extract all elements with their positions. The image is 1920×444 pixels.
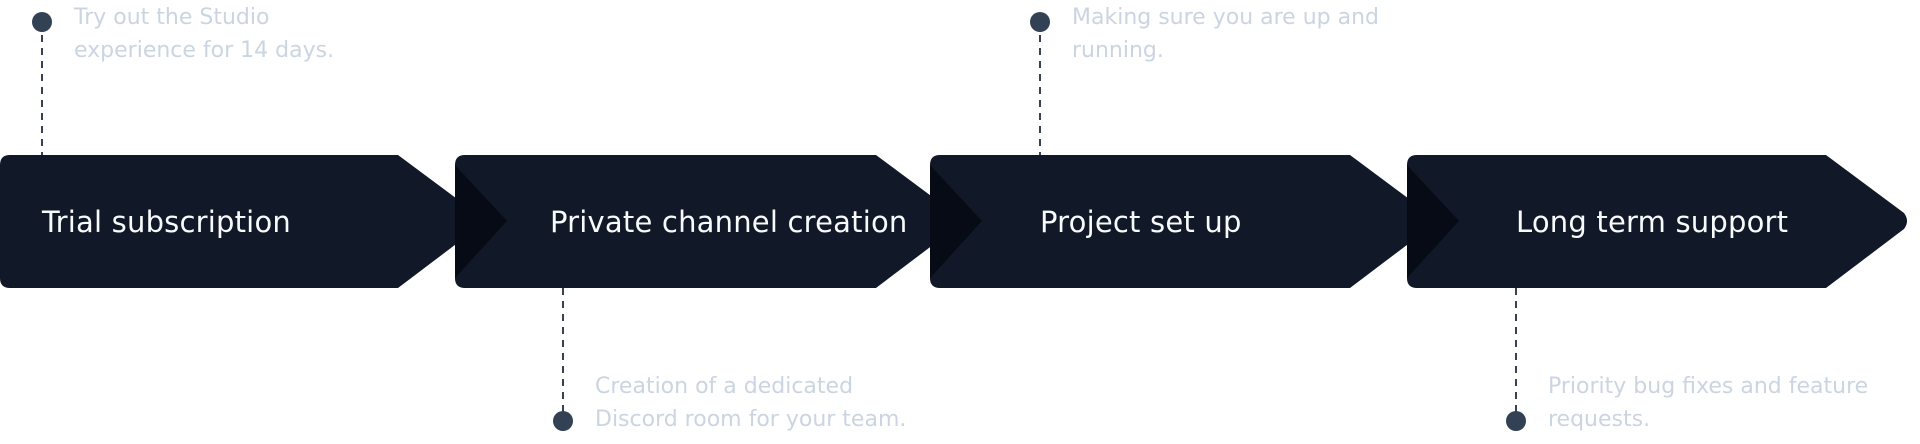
step-project-set-up-label: Project set up bbox=[1040, 204, 1242, 239]
step-trial-subscription-label: Trial subscription bbox=[42, 204, 291, 239]
step-private-channel-creation-note: Creation of a dedicated Discord room for… bbox=[595, 370, 906, 436]
step-notch bbox=[930, 165, 982, 278]
step-trial-subscription-note: Try out the Studio experience for 14 day… bbox=[74, 1, 334, 67]
connector-dot bbox=[32, 12, 52, 32]
step-long-term-support-label: Long term support bbox=[1516, 204, 1789, 239]
step-chevron bbox=[1407, 155, 1907, 288]
note-line: requests. bbox=[1548, 407, 1651, 432]
note-line: running. bbox=[1072, 38, 1164, 63]
step-private-channel-creation-label: Private channel creation bbox=[550, 204, 908, 239]
step-long-term-support-note: Priority bug fixes and feature requests. bbox=[1548, 370, 1868, 436]
connector-dot bbox=[1506, 411, 1526, 431]
step-chevron bbox=[0, 155, 479, 288]
note-line: Discord room for your team. bbox=[595, 407, 907, 432]
connector-dot bbox=[553, 411, 573, 431]
step-notch bbox=[455, 165, 507, 278]
note-line: Making sure you are up and bbox=[1072, 5, 1379, 30]
note-line: Priority bug fixes and feature bbox=[1548, 374, 1869, 399]
step-chevron bbox=[455, 155, 957, 288]
note-line: Creation of a dedicated bbox=[595, 374, 854, 399]
note-line: experience for 14 days. bbox=[74, 38, 335, 63]
note-line: Try out the Studio bbox=[74, 5, 270, 30]
step-project-set-up-note: Making sure you are up and running. bbox=[1072, 1, 1379, 67]
step-notch bbox=[1407, 165, 1459, 278]
connector-dot bbox=[1030, 12, 1050, 32]
step-chevron bbox=[930, 155, 1431, 288]
